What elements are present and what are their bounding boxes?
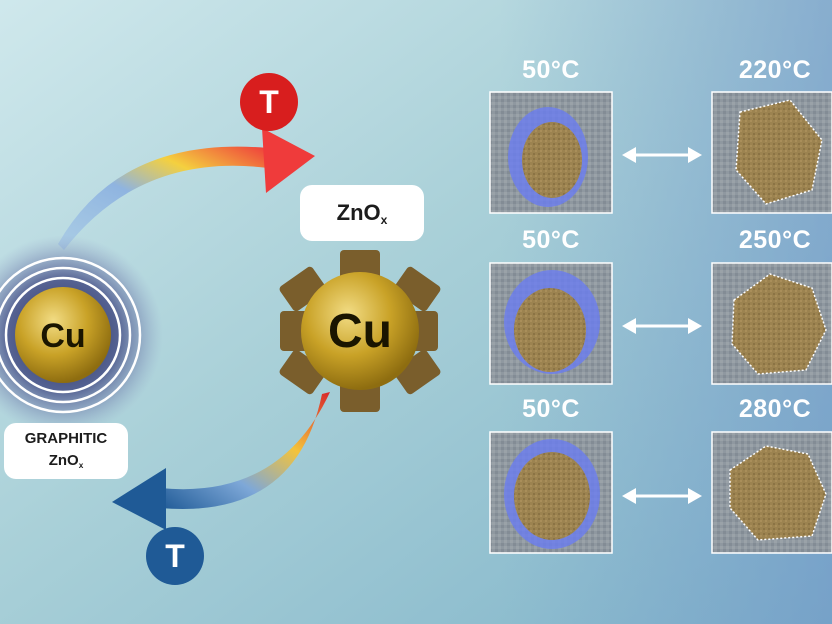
graphitic-label-sub: x (78, 460, 84, 470)
temp-label-left-3: 50°C (522, 395, 580, 423)
temp-label-right-3: 280°C (738, 395, 812, 423)
temp-label-right-1: 220°C (738, 56, 812, 84)
graphitic-label-line1: GRAPHITIC (24, 430, 108, 447)
temp-label-right-2: 250°C (738, 226, 812, 254)
cu-large-label: Cu (328, 305, 392, 358)
micrograph-row-3 (489, 431, 832, 554)
temp-label-left-1: 50°C (522, 56, 580, 84)
zno-label-main: ZnO (336, 200, 381, 225)
cu-small-label: Cu (40, 317, 86, 355)
graphitic-label-line2: ZnOx (4, 450, 128, 477)
zno-label: ZnOx (300, 185, 424, 241)
zno-label-sub: x (380, 213, 388, 228)
graphitic-shell-middle (0, 266, 132, 404)
cooling-arrow-body (160, 392, 330, 510)
graphitic-shell-outer (0, 256, 142, 414)
double-arrows (622, 147, 702, 504)
temp-label-left-2: 50°C (522, 226, 580, 254)
heating-badge: T (240, 73, 298, 131)
graphitic-shell-inner (4, 276, 122, 394)
cooling-badge: T (146, 527, 204, 585)
cu-particle-small (15, 287, 111, 383)
micrograph-row-1 (489, 91, 832, 214)
cu-particle-large (301, 272, 419, 390)
graphitic-label-main: ZnO (48, 452, 79, 469)
micrograph-row-2 (489, 262, 832, 385)
heating-arrow-body (58, 146, 268, 250)
heating-arrow-head (262, 128, 315, 193)
cooling-arrow-head (112, 468, 166, 530)
graphitic-label: GRAPHITIC ZnOx (4, 423, 128, 479)
